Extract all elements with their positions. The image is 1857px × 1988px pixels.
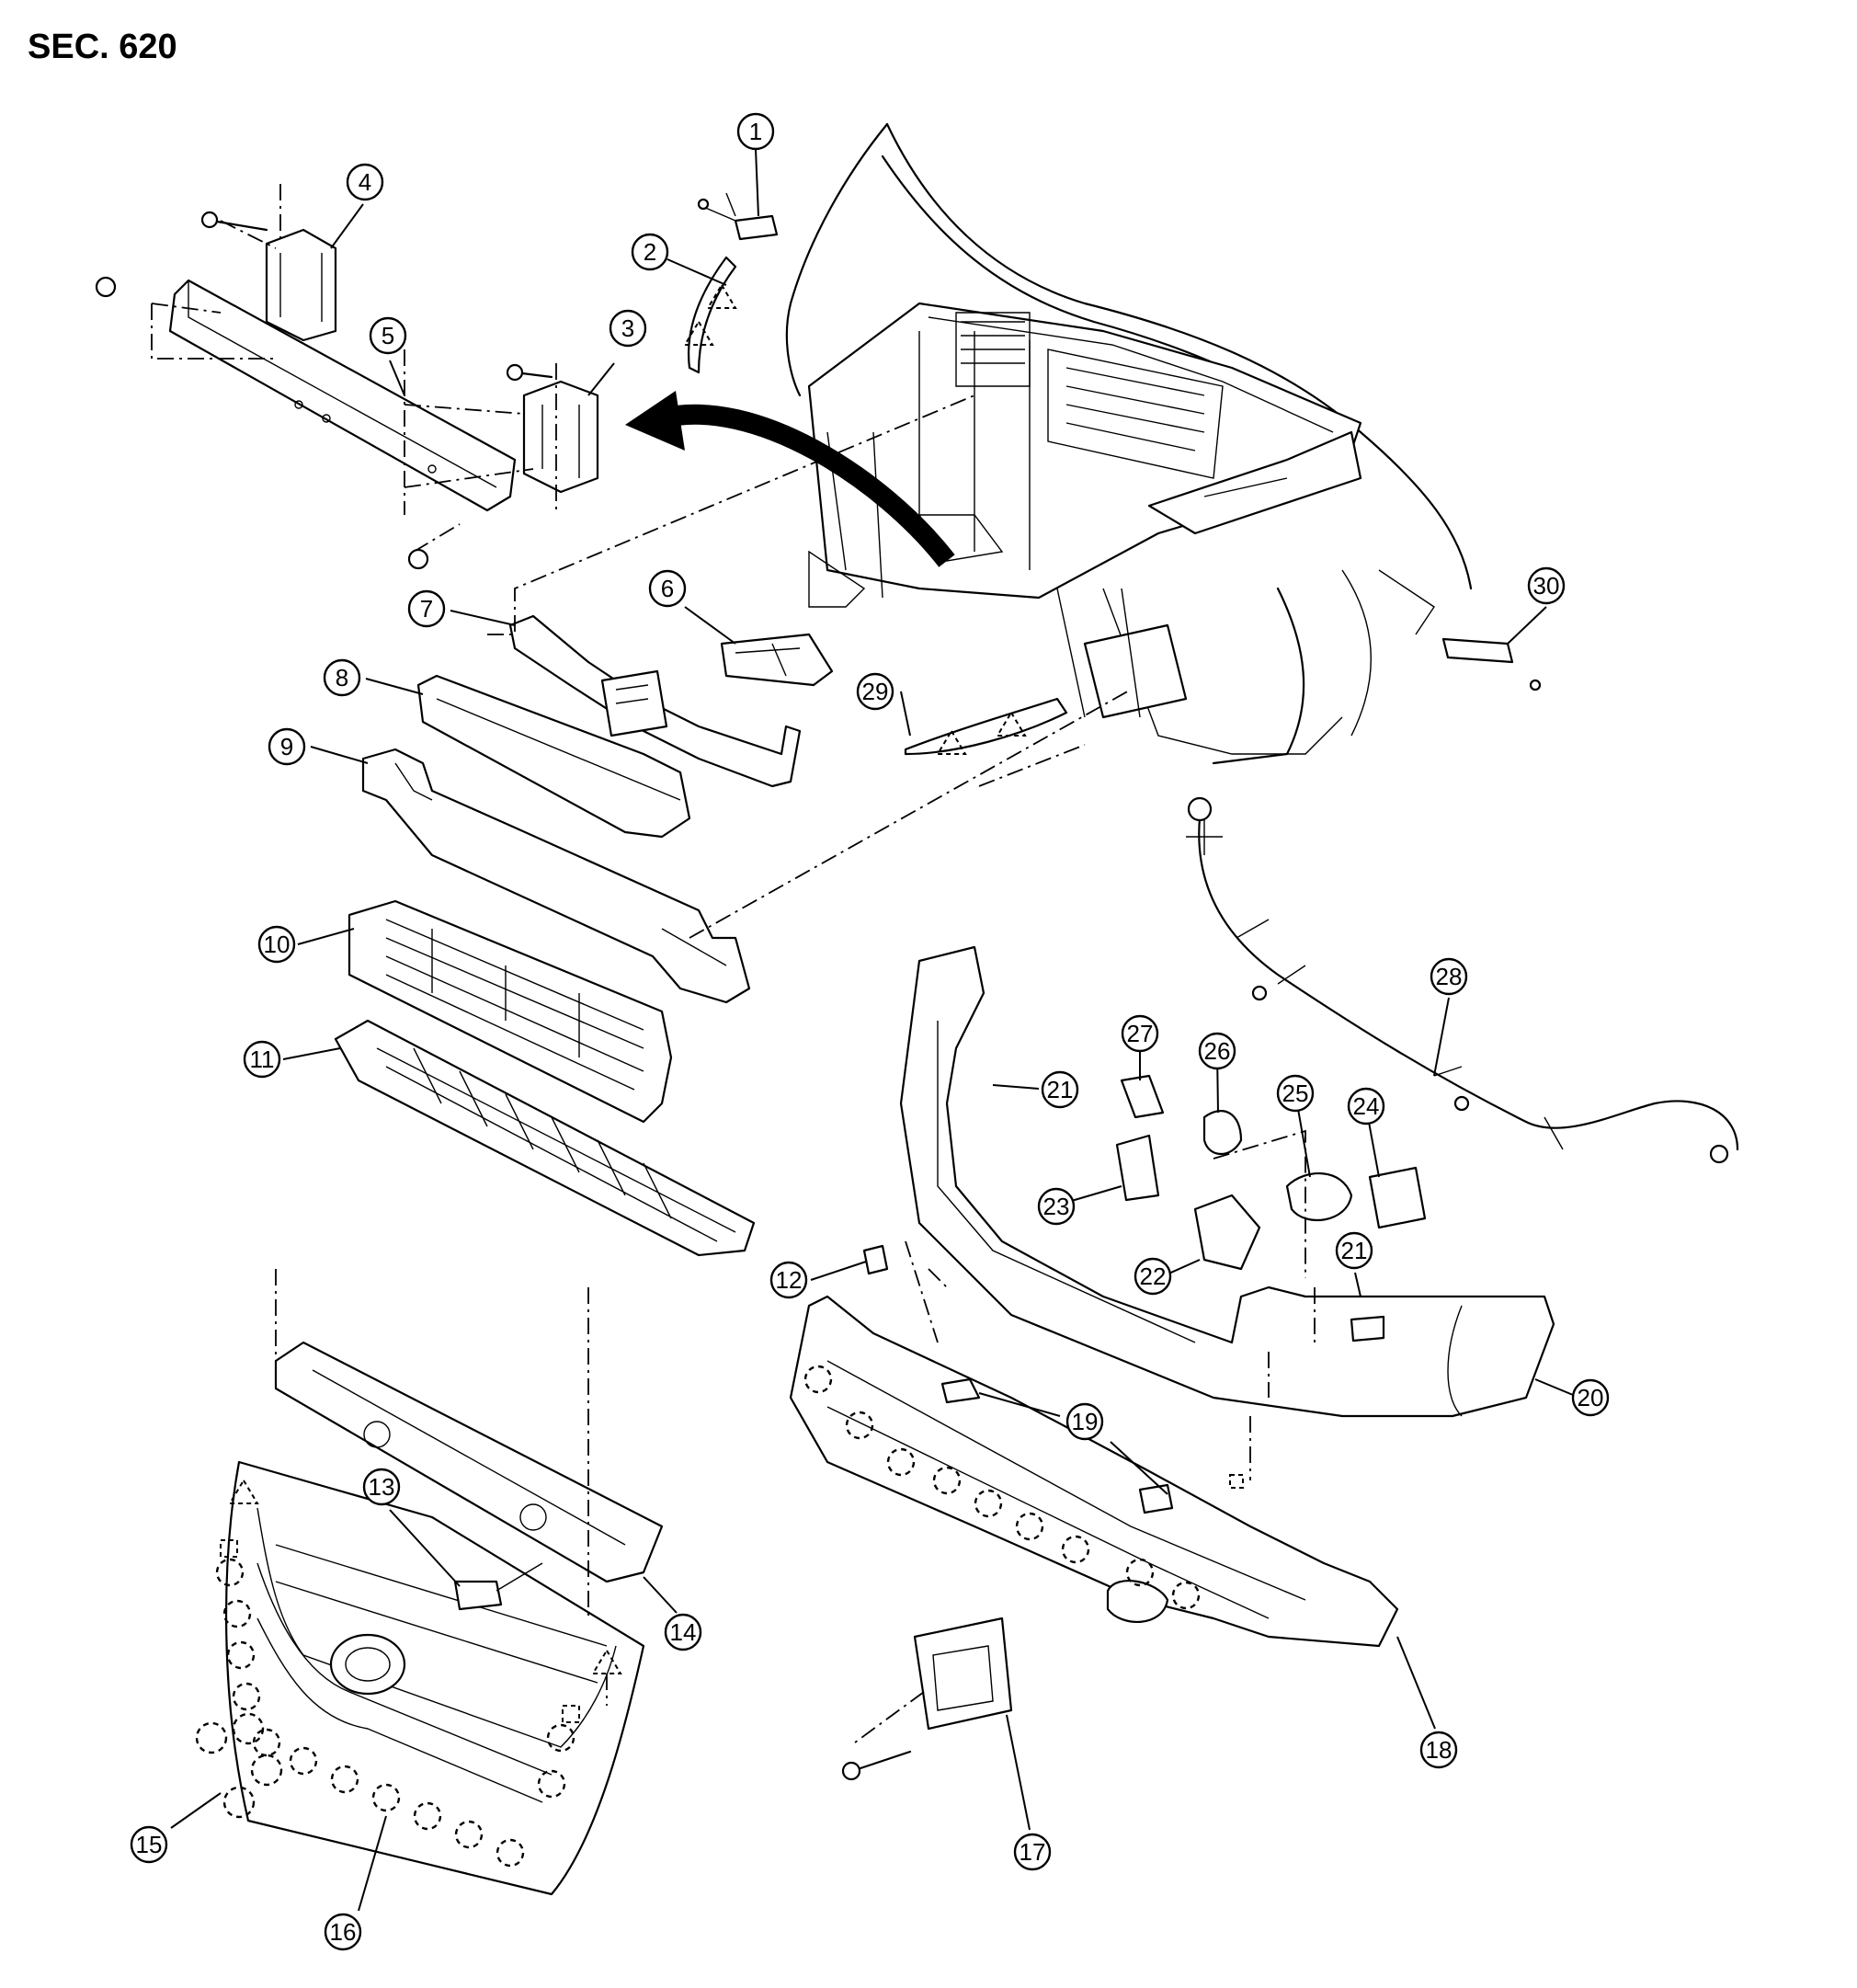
callout-2: 2 bbox=[631, 233, 669, 271]
callout-29: 29 bbox=[856, 672, 894, 711]
fog-lamp-assembly bbox=[1115, 1074, 1427, 1271]
svg-text:15: 15 bbox=[136, 1831, 163, 1858]
svg-text:6: 6 bbox=[661, 575, 674, 602]
part-30-sensor bbox=[1441, 637, 1542, 691]
part-2-seal bbox=[688, 256, 737, 374]
svg-text:30: 30 bbox=[1533, 572, 1560, 600]
part-16-front-grille bbox=[215, 1460, 645, 1896]
callout-5: 5 bbox=[369, 316, 407, 355]
svg-text:29: 29 bbox=[862, 678, 889, 705]
callout-21-upper: 21 bbox=[1041, 1070, 1079, 1109]
callout-27: 27 bbox=[1121, 1014, 1159, 1053]
callout-18: 18 bbox=[1419, 1731, 1458, 1769]
callout-14: 14 bbox=[664, 1613, 702, 1651]
svg-text:2: 2 bbox=[644, 238, 656, 266]
callout-23: 23 bbox=[1037, 1187, 1076, 1226]
part-13-sensor-bracket bbox=[453, 1562, 543, 1611]
svg-text:21: 21 bbox=[1341, 1237, 1368, 1264]
part-8-absorber bbox=[416, 674, 691, 839]
svg-text:1: 1 bbox=[749, 118, 762, 145]
part-20-bumper-fascia bbox=[899, 945, 1555, 1418]
svg-text:20: 20 bbox=[1578, 1384, 1604, 1411]
part-28-harness bbox=[1186, 796, 1739, 1164]
bumper-reinforcement bbox=[95, 184, 599, 570]
direction-arrow bbox=[625, 391, 955, 567]
callout-13: 13 bbox=[362, 1468, 401, 1506]
svg-text:9: 9 bbox=[280, 733, 293, 760]
part-11-under-cover bbox=[334, 1019, 756, 1257]
svg-text:26: 26 bbox=[1204, 1037, 1231, 1065]
part-15-emblem-clips bbox=[195, 1712, 283, 1819]
callout-10: 10 bbox=[257, 925, 296, 964]
alignment-lines bbox=[275, 394, 1316, 1743]
callout-28: 28 bbox=[1430, 957, 1468, 996]
callout-30: 30 bbox=[1527, 566, 1566, 605]
svg-text:28: 28 bbox=[1436, 963, 1463, 990]
callout-20: 20 bbox=[1571, 1378, 1610, 1417]
callout-17: 17 bbox=[1013, 1833, 1052, 1871]
svg-text:12: 12 bbox=[776, 1266, 803, 1294]
callout-3: 3 bbox=[609, 309, 647, 348]
callout-21-lower: 21 bbox=[1335, 1231, 1373, 1270]
callout-16: 16 bbox=[324, 1913, 362, 1951]
callout-7: 7 bbox=[407, 589, 446, 628]
part-10-lower-frame bbox=[347, 899, 673, 1124]
svg-text:11: 11 bbox=[250, 1045, 275, 1073]
svg-text:23: 23 bbox=[1043, 1193, 1070, 1220]
callout-11: 11 bbox=[243, 1040, 281, 1079]
callout-8: 8 bbox=[323, 658, 361, 697]
svg-text:19: 19 bbox=[1072, 1408, 1099, 1435]
part-1-sensor bbox=[697, 192, 779, 241]
callout-26: 26 bbox=[1198, 1032, 1236, 1070]
svg-text:14: 14 bbox=[670, 1618, 697, 1646]
part-7-upper-support bbox=[508, 614, 802, 788]
marker-symbols bbox=[220, 283, 1244, 1723]
svg-text:24: 24 bbox=[1353, 1092, 1380, 1120]
part-17-license-bracket bbox=[841, 1617, 1013, 1781]
svg-text:21: 21 bbox=[1047, 1076, 1074, 1103]
svg-text:27: 27 bbox=[1127, 1020, 1154, 1047]
svg-text:5: 5 bbox=[382, 322, 394, 349]
callout-6: 6 bbox=[648, 569, 687, 608]
svg-text:4: 4 bbox=[359, 168, 371, 196]
part-14-upper-panel bbox=[274, 1341, 664, 1583]
svg-text:7: 7 bbox=[420, 595, 433, 623]
section-label: SEC. 620 bbox=[28, 28, 177, 66]
svg-text:13: 13 bbox=[369, 1473, 395, 1501]
callout-4: 4 bbox=[346, 163, 384, 201]
callout-19: 19 bbox=[1065, 1402, 1104, 1441]
svg-text:25: 25 bbox=[1282, 1080, 1309, 1107]
part-6-bracket bbox=[720, 633, 834, 687]
part-12-fascia-side-bracket bbox=[862, 1244, 889, 1275]
callout-25: 25 bbox=[1276, 1074, 1315, 1113]
part-9-absorber bbox=[361, 748, 751, 1004]
callout-24: 24 bbox=[1347, 1087, 1385, 1125]
callout-12: 12 bbox=[769, 1261, 808, 1299]
svg-text:18: 18 bbox=[1426, 1736, 1453, 1764]
svg-text:3: 3 bbox=[621, 314, 634, 342]
callout-15: 15 bbox=[130, 1825, 168, 1864]
callout-22: 22 bbox=[1134, 1257, 1172, 1296]
callout-9: 9 bbox=[268, 727, 306, 766]
svg-text:17: 17 bbox=[1020, 1838, 1046, 1866]
part-29-seal bbox=[904, 697, 1068, 756]
vehicle-front-body bbox=[785, 122, 1473, 765]
svg-text:8: 8 bbox=[336, 664, 348, 691]
svg-text:10: 10 bbox=[264, 931, 291, 958]
callout-1: 1 bbox=[736, 112, 775, 151]
svg-text:16: 16 bbox=[330, 1918, 357, 1946]
svg-text:22: 22 bbox=[1140, 1262, 1167, 1290]
